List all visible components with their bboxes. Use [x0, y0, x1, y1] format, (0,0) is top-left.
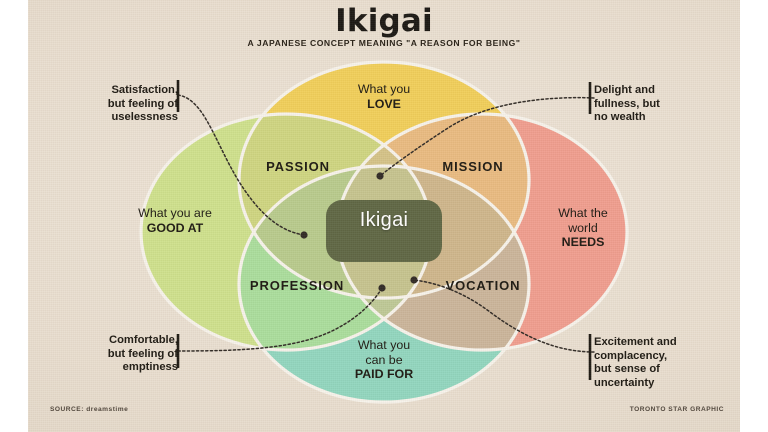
label-line-1: What you — [357, 82, 411, 96]
circle-label-love: What you LOVE — [319, 82, 449, 111]
page-title: Ikigai — [335, 3, 433, 39]
circle-label-paid-for: What you can be PAID FOR — [319, 338, 449, 382]
annotation-line: but feeling of — [107, 97, 178, 110]
annotation-dots — [300, 172, 418, 292]
page-subtitle: A JAPANESE CONCEPT MEANING "A REASON FOR… — [247, 38, 521, 48]
circle-label-good-at: What you are GOOD AT — [100, 206, 250, 235]
leader-top-right — [379, 96, 595, 177]
label-emphasis: LOVE — [367, 96, 401, 111]
annotation-line: Satisfaction, — [111, 84, 178, 96]
annotation-top-right: Delight and fullness, but no wealth — [594, 84, 740, 125]
annotation-line: no wealth — [594, 111, 646, 124]
annotation-line: uselessness — [111, 111, 178, 124]
label-line-2: world — [568, 220, 598, 235]
annotation-line: Delight and — [594, 84, 655, 96]
annotation-brackets — [176, 80, 592, 380]
annotation-bottom-left: Comfortable, but feeling of emptiness — [38, 334, 178, 375]
intersection-label-passion: PASSION — [266, 159, 330, 174]
annotation-line: but sense of — [594, 363, 660, 376]
circle-label-needs: What the world NEEDS — [518, 206, 648, 250]
ikigai-center-tile — [326, 200, 442, 262]
annotation-line: but feeling of — [107, 347, 178, 360]
publisher-credit: TORONTO STAR GRAPHIC — [629, 406, 724, 413]
label-emphasis: NEEDS — [561, 235, 605, 249]
annotation-line: uncertainty — [594, 376, 655, 389]
annotation-top-left: Satisfaction, but feeling of uselessness — [38, 84, 178, 125]
label-emphasis: GOOD AT — [146, 220, 204, 235]
label-line-1: What you — [357, 338, 411, 352]
venn-diagram — [139, 60, 629, 404]
intersection-label-mission: MISSION — [442, 159, 504, 174]
annotation-line: fullness, but — [594, 97, 660, 110]
leader-top-left — [177, 94, 305, 236]
annotation-line: Comfortable, — [109, 334, 178, 346]
paper-panel: Ikigai A JAPANESE CONCEPT MEANING "A REA… — [28, 0, 740, 432]
label-line-1: What the — [558, 206, 608, 220]
leader-bottom-right — [413, 279, 595, 353]
annotation-line: Excitement and — [594, 336, 677, 348]
annotation-leaders — [177, 94, 595, 353]
label-emphasis: PAID FOR — [354, 367, 414, 381]
annotation-line: emptiness — [122, 361, 178, 374]
leader-bottom-left — [177, 287, 383, 352]
annotation-line: complacency, — [594, 349, 668, 362]
ikigai-center-label: Ikigai — [359, 209, 409, 231]
intersection-label-profession: PROFESSION — [249, 278, 345, 293]
annotation-bottom-right: Excitement and complacency, but sense of… — [594, 336, 740, 391]
label-line-1: What you are — [138, 206, 212, 220]
label-line-2: can be — [365, 352, 403, 367]
intersection-label-vocation: VOCATION — [445, 278, 521, 293]
source-credit: SOURCE: dreamstime — [50, 406, 129, 413]
